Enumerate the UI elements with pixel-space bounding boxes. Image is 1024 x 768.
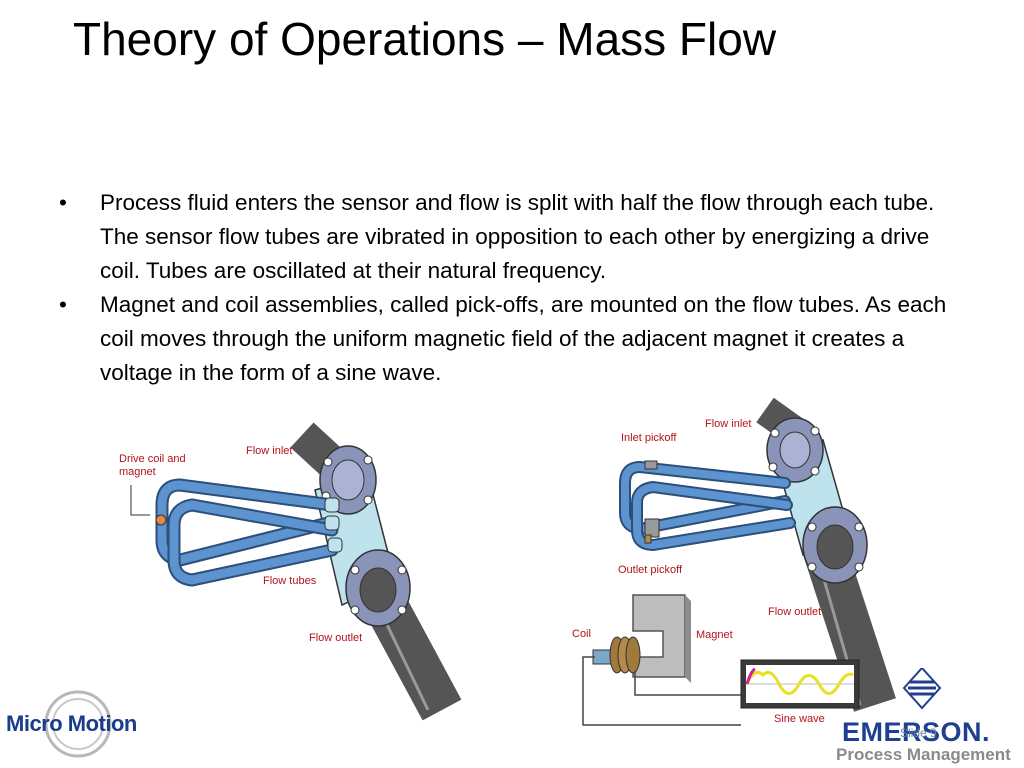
bullet-marker: • [59,292,67,317]
outlet-pickoff-label: Outlet pickoff [618,564,683,576]
outlet-pickoff-coil [644,534,652,544]
sensor-diagram-right: Flow inlet Inlet pickoff Outlet pickoff … [572,397,896,726]
coil-wire [582,656,741,726]
coil [592,636,641,674]
coil-wire [634,671,741,696]
emerson-wordmark: EMERSON. [842,717,991,747]
tube-port [327,537,343,553]
magnet [632,594,686,678]
emerson-logo [902,668,942,710]
magnet-label: Magnet [696,629,733,641]
flow-outlet-label: Flow outlet [768,606,821,618]
slide-number: Slide 9 [900,726,937,740]
inlet-flange [319,445,377,515]
flow-tubes-label: Flow tubes [263,575,317,587]
sensor-diagram-left: Drive coil and magnet Flow inlet Flow tu… [119,422,462,721]
micro-motion-logo [44,690,112,758]
magnet-side [685,595,691,683]
flow-inlet-label: Flow inlet [705,418,751,430]
flow-inlet-label: Flow inlet [246,445,292,457]
outlet-flange [802,506,868,584]
outlet-pickoff [644,518,660,538]
tube-port [324,497,340,513]
sine-wave-display [740,659,860,709]
bullet-item: • Magnet and coil assemblies, called pic… [55,288,970,390]
bullet-item: • Process fluid enters the sensor and fl… [55,186,970,288]
drive-coil [155,514,167,526]
bullet-text: Magnet and coil assemblies, called pick-… [100,292,947,385]
flow-tubes [155,478,339,587]
slide-title: Theory of Operations – Mass Flow [73,13,777,65]
sine-wave-label: Sine wave [774,713,825,725]
flow-tubes [619,460,796,552]
emerson-tagline: Process Management [836,745,1011,764]
inlet-pickoff-label: Inlet pickoff [621,432,677,444]
micro-motion-wordmark: Micro Motion [6,711,137,736]
inlet-flange [766,417,824,483]
outlet-flange [345,549,411,627]
coil-label: Coil [572,628,591,640]
inlet-pickoff [644,460,658,470]
drive-coil-label: magnet [119,466,156,478]
flow-outlet-label: Flow outlet [309,632,362,644]
bullet-marker: • [59,190,67,215]
bullet-list: • Process fluid enters the sensor and fl… [55,186,970,390]
tube-port [324,515,340,531]
drive-coil-leader [130,485,150,516]
drive-coil-label: Drive coil and [119,453,186,465]
bullet-text: Process fluid enters the sensor and flow… [100,190,935,283]
